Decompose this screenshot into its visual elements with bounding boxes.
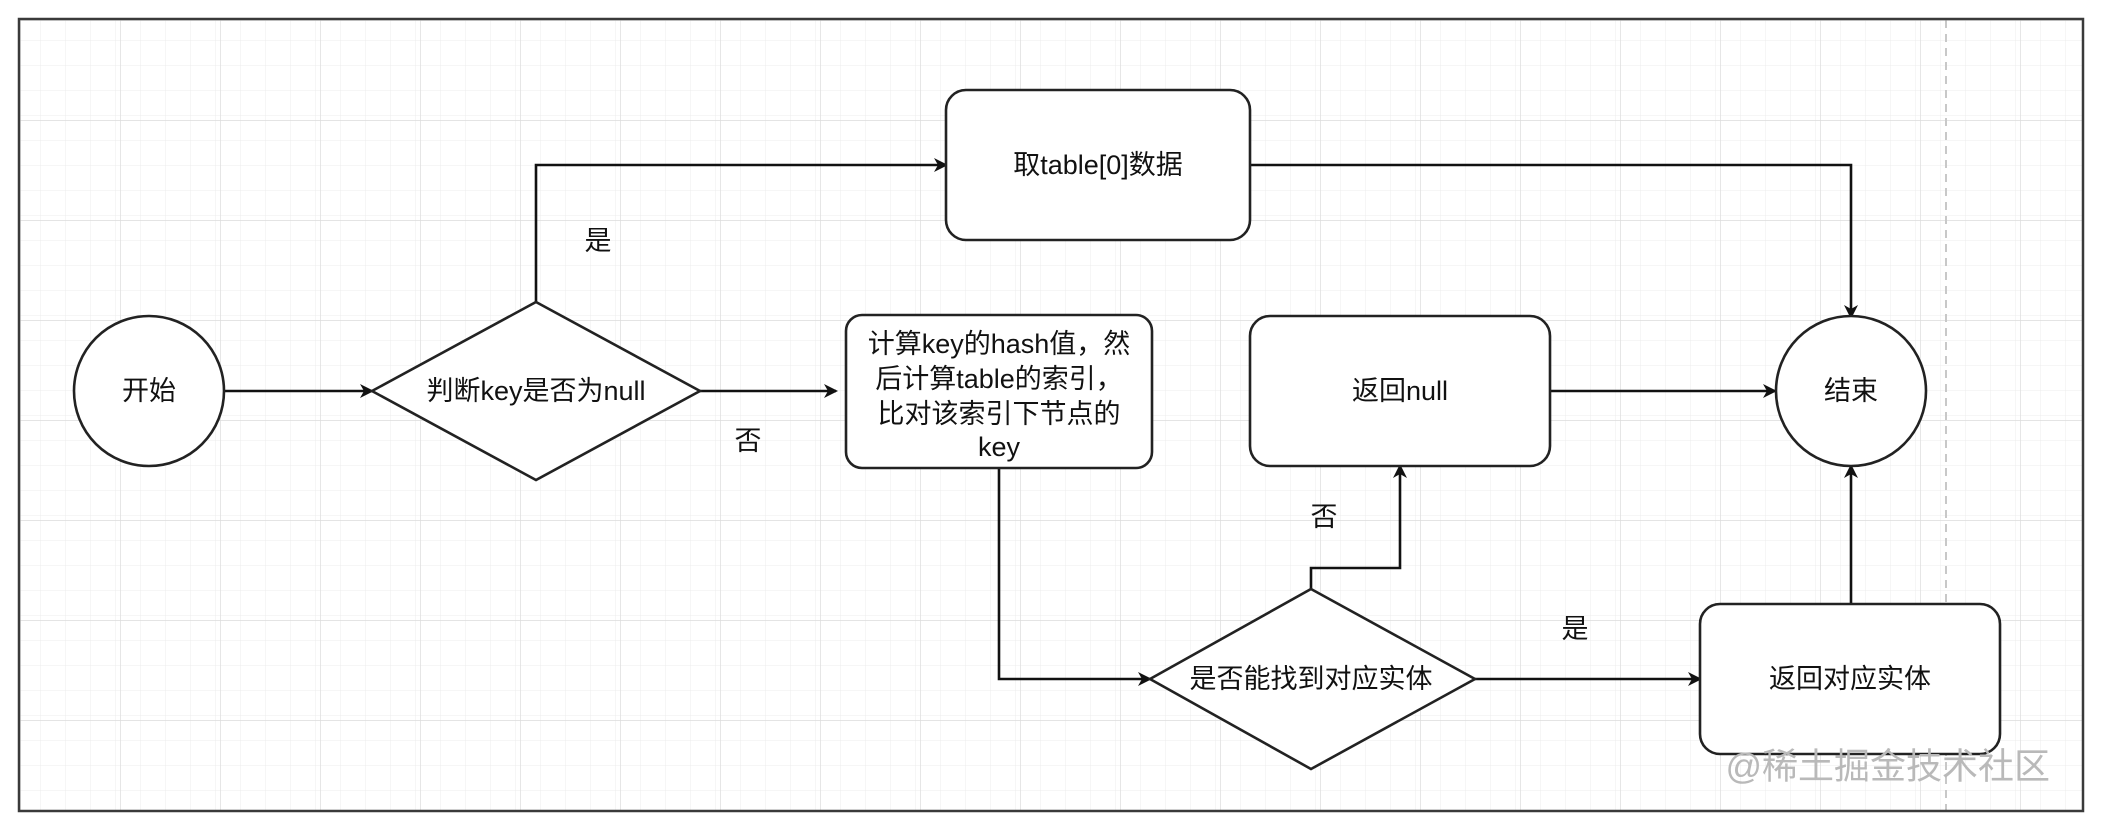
node-end-label: 结束: [1824, 376, 1878, 406]
diagram-frame: [17, 17, 2085, 813]
edge-canfind-to-returnnull: [1309, 464, 1407, 589]
node-compute-hash-line1: 计算key的hash值，然: [868, 329, 1131, 359]
node-start-label: 开始: [122, 376, 176, 406]
edge-label-yes-returnentity: 是: [1562, 614, 1589, 644]
node-return-null: 返回null: [1248, 314, 1552, 468]
node-start: 开始: [72, 314, 226, 468]
watermark-text: @稀土掘金技术社区: [1725, 746, 2050, 787]
node-return-entity: 返回对应实体: [1698, 602, 2002, 756]
node-can-find-label: 是否能找到对应实体: [1190, 664, 1433, 694]
node-return-null-label: 返回null: [1352, 376, 1448, 406]
node-compute-hash-line3: 比对该索引下节点的: [878, 399, 1121, 429]
node-compute-hash: 计算key的hash值，然 后计算table的索引， 比对该索引下节点的 key: [844, 313, 1154, 470]
edge-check-to-table0: [534, 158, 948, 302]
node-take-table0-label: 取table[0]数据: [1013, 150, 1183, 180]
edge-table0-to-end: [1250, 163, 1858, 319]
node-can-find: 是否能找到对应实体: [1147, 587, 1478, 771]
edges: [224, 158, 1858, 686]
node-return-entity-label: 返回对应实体: [1769, 664, 1931, 694]
node-compute-hash-line4: key: [978, 432, 1021, 462]
node-check-null-label: 判断key是否为null: [426, 376, 645, 406]
node-compute-hash-line2: 后计算table的索引，: [875, 364, 1123, 394]
edge-label-no-returnnull: 否: [1311, 502, 1338, 532]
edge-hash-to-canfind: [997, 468, 1152, 686]
node-take-table0: 取table[0]数据: [944, 88, 1252, 242]
node-end: 结束: [1774, 314, 1928, 468]
node-check-null: 判断key是否为null: [369, 300, 703, 482]
edge-label-yes-table0: 是: [585, 226, 612, 256]
edge-label-no-hash: 否: [735, 426, 762, 456]
